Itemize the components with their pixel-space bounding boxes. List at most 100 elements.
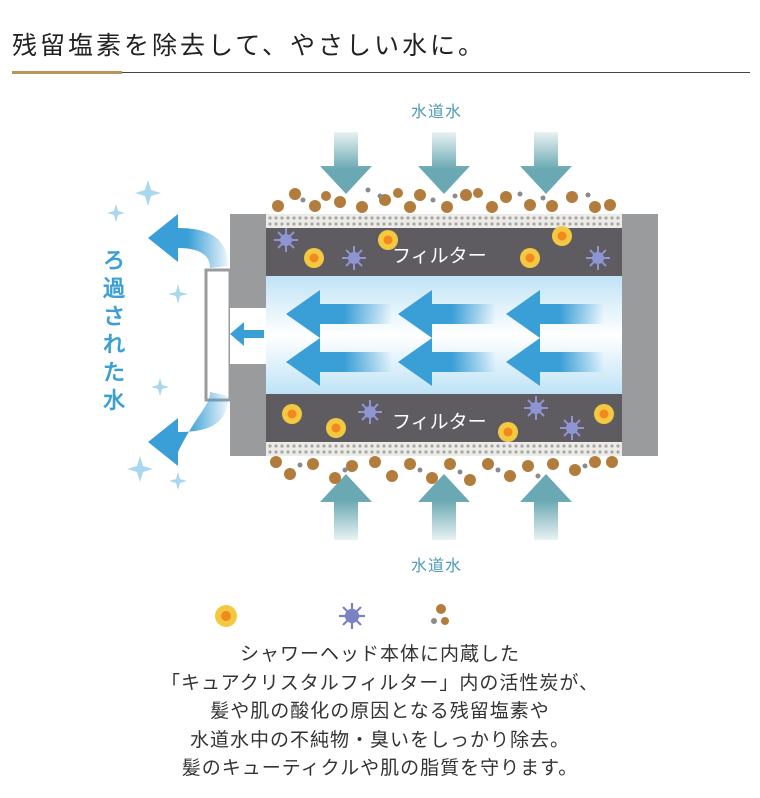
mesh-dot — [298, 222, 302, 226]
mesh-dot — [280, 450, 284, 454]
mesh-dot — [490, 222, 494, 226]
mesh-dot — [454, 222, 458, 226]
exit-arrow — [230, 322, 264, 346]
mesh-dot — [454, 444, 458, 448]
mesh-dot — [400, 216, 404, 220]
mesh-dot — [322, 450, 326, 454]
mesh-dot — [388, 444, 392, 448]
mesh-dot — [520, 444, 524, 448]
mesh-dot — [322, 444, 326, 448]
chlorine-dot-core — [599, 409, 609, 419]
mesh-dot — [406, 444, 410, 448]
mesh-dot — [280, 222, 284, 226]
mesh-dot — [280, 444, 284, 448]
inflow-arrows-bottom — [320, 474, 572, 540]
mesh-dot — [346, 450, 350, 454]
mesh-dot — [526, 222, 530, 226]
mesh-dot — [592, 450, 596, 454]
mesh-dot — [328, 450, 332, 454]
mesh-dot — [520, 222, 524, 226]
filter-bottom — [266, 394, 626, 456]
mesh-dot — [292, 216, 296, 220]
mesh-dot — [298, 450, 302, 454]
inflow-arrow — [520, 132, 572, 194]
mesh-dot — [580, 450, 584, 454]
mesh-dot — [490, 444, 494, 448]
mesh-dot — [304, 444, 308, 448]
mesh-dot — [418, 444, 422, 448]
mesh-dot — [334, 216, 338, 220]
mesh-dot — [478, 216, 482, 220]
filter-top-label: フィルター — [392, 245, 487, 267]
mesh-dot — [580, 216, 584, 220]
mesh-dot — [592, 444, 596, 448]
mesh-dot — [424, 444, 428, 448]
mesh-dot — [538, 216, 542, 220]
mesh-dot — [616, 444, 620, 448]
mesh-dot — [430, 222, 434, 226]
mesh-dot — [484, 216, 488, 220]
mesh-dot — [382, 216, 386, 220]
mesh-dot — [586, 444, 590, 448]
mesh-dot — [268, 450, 272, 454]
mesh-dot — [568, 450, 572, 454]
mesh-dot — [340, 216, 344, 220]
inflow-arrow — [520, 474, 572, 540]
mesh-dot — [292, 444, 296, 448]
flow-arrow — [398, 338, 496, 386]
mesh-dot — [382, 444, 386, 448]
mesh-dot — [604, 222, 608, 226]
mesh-dot — [274, 450, 278, 454]
mesh-dot — [316, 216, 320, 220]
mesh-dot — [574, 450, 578, 454]
mesh-dot — [532, 450, 536, 454]
sparkle-icons — [107, 180, 188, 490]
mesh-dot — [574, 222, 578, 226]
mesh-dot — [514, 222, 518, 226]
mesh-dot — [460, 450, 464, 454]
mesh-dot — [418, 216, 422, 220]
mesh-dot — [496, 222, 500, 226]
mesh-dot — [316, 222, 320, 226]
mesh-dot — [460, 216, 464, 220]
mesh-dot — [322, 216, 326, 220]
mesh-dot — [274, 444, 278, 448]
mesh-dot — [460, 222, 464, 226]
mesh-dot — [616, 222, 620, 226]
inflow-bottom-label: 水道水 — [411, 556, 463, 575]
section-heading: 残留塩素を除去して、やさしい水に。 — [12, 31, 487, 60]
mesh-dot — [598, 444, 602, 448]
virus-icon — [560, 416, 584, 440]
mesh-dot — [496, 216, 500, 220]
mesh-dot — [340, 450, 344, 454]
chlorine-dot-core — [331, 423, 341, 433]
mesh-dot — [370, 222, 374, 226]
mesh-dot — [610, 222, 614, 226]
mesh-dot — [580, 444, 584, 448]
mesh-dot — [598, 450, 602, 454]
filter-diagram — [107, 132, 658, 540]
mesh-dot — [322, 222, 326, 226]
mesh-dot — [352, 222, 356, 226]
mesh-dot — [592, 222, 596, 226]
mesh-dot — [520, 450, 524, 454]
mesh-dot — [574, 444, 578, 448]
chlorine-dot-core — [557, 231, 567, 241]
flow-arrow — [286, 290, 392, 338]
mesh-dot — [478, 222, 482, 226]
virus-icon — [358, 400, 382, 424]
mesh-dot — [358, 222, 362, 226]
sparkle-icon — [107, 204, 125, 222]
mesh-dot — [328, 216, 332, 220]
mesh-dot — [466, 222, 470, 226]
mesh-dot — [502, 222, 506, 226]
mesh-dot — [496, 450, 500, 454]
chlorine-dot-core — [287, 409, 297, 419]
mesh-dot — [310, 222, 314, 226]
mesh-dot — [538, 450, 542, 454]
mesh-dot — [388, 222, 392, 226]
mesh-dot — [310, 444, 314, 448]
mesh-dot — [550, 444, 554, 448]
inflow-arrow — [320, 474, 372, 540]
mesh-dot — [502, 216, 506, 220]
